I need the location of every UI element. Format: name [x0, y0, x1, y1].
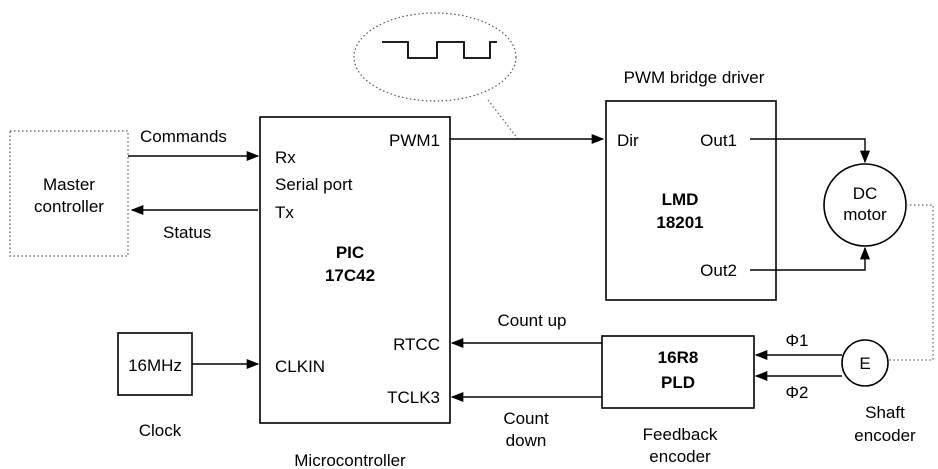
- mcu-pwm1-label: PWM1: [389, 131, 440, 150]
- pwm-waveform-bubble: [353, 12, 517, 102]
- phi2-label: Φ2: [785, 383, 808, 402]
- encoder-symbol: E: [859, 354, 870, 373]
- microcontroller-caption: Microcontroller: [294, 451, 406, 469]
- driver-dir-label: Dir: [617, 131, 639, 150]
- clock-caption: Clock: [139, 421, 182, 440]
- driver-name-label-1: LMD: [662, 190, 699, 209]
- pld-caption-2: encoder: [649, 447, 711, 466]
- encoder-caption-2: encoder: [854, 426, 916, 445]
- mcu-clkin-label: CLKIN: [275, 357, 325, 376]
- motor-label-2: motor: [843, 205, 887, 224]
- pwm-bridge-driver-box: [605, 100, 777, 301]
- driver-name-label-2: 18201: [656, 213, 703, 232]
- mcu-rtcc-label: RTCC: [393, 335, 440, 354]
- count-up-label: Count up: [498, 311, 567, 330]
- master-controller-label-1: Master: [43, 175, 95, 194]
- pwm-bubble-leader: [487, 99, 519, 140]
- driver-title: PWM bridge driver: [624, 68, 765, 87]
- commands-label: Commands: [140, 127, 227, 146]
- shaft-coupling-line: [887, 204, 934, 361]
- pld-name-label-1: 16R8: [658, 348, 699, 367]
- phi1-label: Φ1: [785, 331, 808, 350]
- mcu-tclk3-label: TCLK3: [387, 388, 440, 407]
- mcu-tx-label: Tx: [275, 203, 294, 222]
- driver-out1-label: Out1: [700, 131, 737, 150]
- out1-to-motor-wire: [750, 138, 871, 164]
- master-controller-label-2: controller: [34, 197, 104, 216]
- pwm-square-wave: [382, 41, 497, 59]
- motor-label-1: DC: [853, 184, 878, 203]
- encoder-caption-1: Shaft: [865, 403, 905, 422]
- pld-name-label-2: PLD: [661, 373, 695, 392]
- out2-to-motor-wire: [750, 246, 871, 271]
- master-controller-box: [9, 130, 129, 257]
- driver-out2-label: Out2: [700, 261, 737, 280]
- mcu-serial-port-label: Serial port: [275, 175, 353, 194]
- count-down-label-2: down: [506, 431, 547, 450]
- mcu-name-label-1: PIC: [336, 243, 364, 262]
- pld-box: [601, 335, 755, 409]
- pld-caption-1: Feedback: [643, 425, 718, 444]
- count-down-label-1: Count: [503, 409, 549, 428]
- status-label: Status: [163, 223, 211, 242]
- shaft-encoder-circle: [841, 339, 889, 387]
- clock-box: [117, 332, 193, 396]
- mcu-name-label-2: 17C42: [325, 266, 375, 285]
- mcu-rx-label: Rx: [275, 148, 296, 167]
- microcontroller-box: [259, 116, 451, 424]
- clock-frequency-label: 16MHz: [128, 356, 182, 375]
